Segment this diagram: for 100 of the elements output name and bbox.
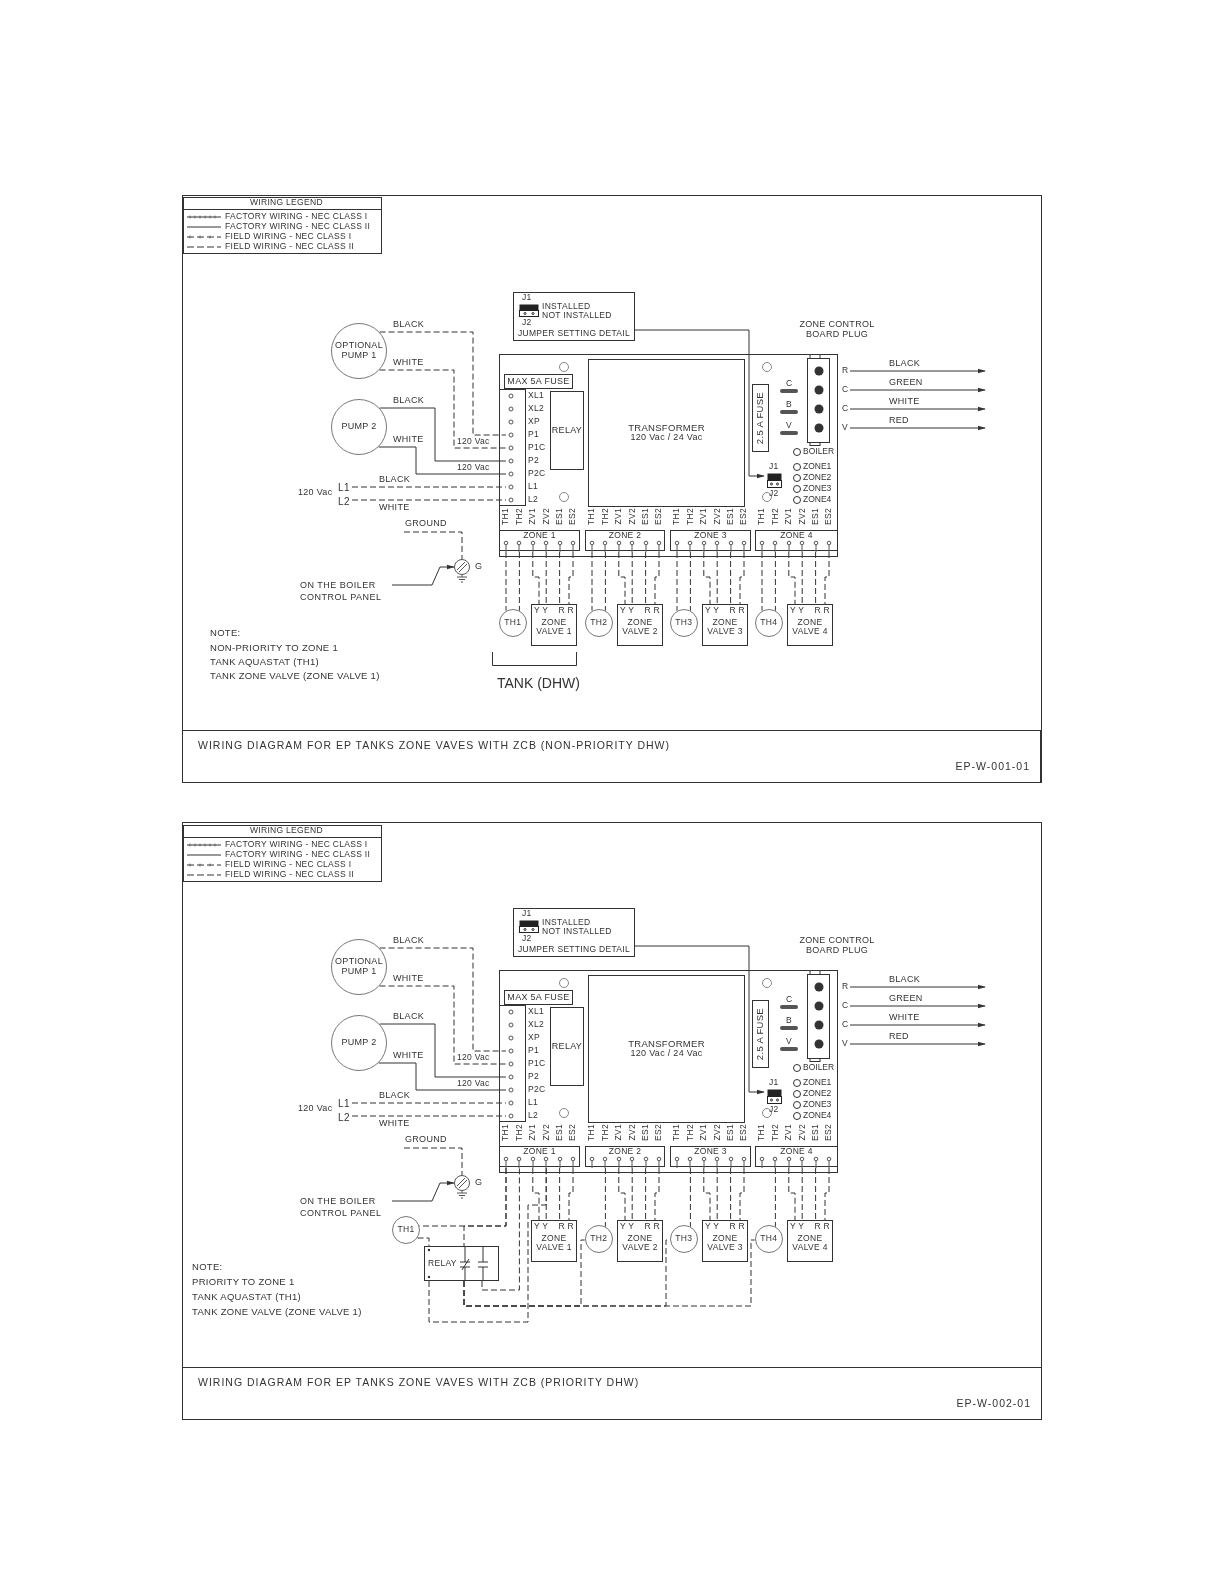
wire: [801, 551, 803, 605]
terminal-pin: [654, 508, 664, 552]
ground-screw-symbol: [454, 559, 484, 583]
pump-label: PUMP 2: [341, 1038, 377, 1048]
terminal-pin: [757, 1124, 767, 1168]
terminal-strip: [499, 1146, 580, 1167]
strip-label: ZONE 4: [780, 531, 813, 541]
led-label: ZONE4: [803, 1111, 832, 1121]
terminal-strip: [670, 1146, 751, 1167]
pin-label: L2: [528, 495, 539, 505]
pin-label: ZV1: [614, 508, 624, 525]
pin-letters: Y Y: [620, 1222, 635, 1232]
voltage-label: 120 Vac: [457, 437, 490, 447]
note-text: ON THE BOILER CONTROL PANEL: [300, 1196, 392, 1224]
voltage-label: 120 Vac: [298, 1104, 333, 1114]
terminal-pin: [810, 1124, 821, 1168]
terminal-pin: [506, 1059, 548, 1069]
valve-label: ZONE VALVE 2: [622, 618, 658, 637]
valve-label: ZONE VALVE 4: [792, 618, 828, 637]
title-block: [182, 730, 1041, 783]
wire: [815, 1167, 817, 1221]
wire-label: BLACK: [392, 396, 425, 406]
pin-label: ZV2: [797, 1124, 807, 1141]
pin-letters: Y Y: [790, 606, 805, 616]
voltage-label: 120 Vac: [298, 488, 333, 498]
thermostat-label: TH1: [504, 618, 522, 628]
wire-label: BLACK: [392, 320, 425, 330]
pin-label: TH2: [514, 508, 525, 525]
terminal-pin: [770, 508, 781, 552]
note-text: TANK AQUASTAT (TH1): [192, 1292, 301, 1303]
pin-letters: R R: [729, 1222, 745, 1232]
arrow: [849, 368, 986, 374]
terminal-strip: [499, 530, 580, 551]
pin-label: ZV2: [541, 1124, 551, 1141]
wire: [654, 551, 660, 605]
pin-label: ZV2: [541, 508, 551, 525]
pin-letters: R R: [644, 1222, 660, 1232]
pump-circle: [331, 323, 387, 379]
legend-text: FACTORY WIRING - NEC CLASS II: [225, 222, 371, 232]
thermostat-label: TH2: [590, 1234, 608, 1244]
legend-text: FACTORY WIRING - NEC CLASS I: [225, 840, 368, 850]
jumper-detail-box: [513, 292, 635, 341]
pump-label: OPTIONAL PUMP 1: [335, 957, 383, 977]
component-label: TRANSFORMER: [628, 422, 705, 433]
pin-label: P1C: [528, 443, 546, 453]
voltage-label: 120 Vac: [457, 463, 490, 473]
wire: [716, 551, 718, 605]
wire: [774, 551, 776, 612]
pin-letters: R R: [558, 606, 574, 616]
wire-label: WHITE: [392, 1051, 425, 1061]
pin-label: ES1: [554, 1124, 565, 1141]
pin-label: L1: [528, 1098, 539, 1108]
pin-label: J1: [769, 1078, 779, 1088]
strip-label: ZONE 1: [523, 531, 556, 541]
thermostat-circle: [392, 1216, 420, 1244]
valve-label: ZONE VALVE 1: [536, 1234, 572, 1253]
zone-valve-box: [617, 1220, 663, 1262]
plug-heading: ZONE CONTROL BOARD PLUG: [798, 320, 876, 340]
note-text: TANK ZONE VALVE (ZONE VALVE 1): [192, 1307, 362, 1318]
pin-label: ES2: [568, 1124, 578, 1141]
pin-letters: Y Y: [534, 1222, 549, 1232]
terminal-pin: [506, 443, 548, 453]
arrow: [391, 564, 455, 586]
legend-text: FIELD WIRING - NEC CLASS I: [225, 860, 352, 870]
thermostat-circle: [754, 609, 783, 637]
pin-label: ES1: [725, 1124, 736, 1141]
arrow: [849, 387, 986, 393]
wire: [730, 1167, 732, 1221]
pump-label: OPTIONAL PUMP 1: [335, 341, 383, 361]
strip-label: ZONE 1: [523, 1147, 556, 1157]
wire: [481, 1167, 520, 1291]
wire: [824, 551, 830, 605]
pin-label: J2: [769, 1105, 779, 1115]
wire: [532, 551, 540, 605]
relay-box: [550, 391, 584, 470]
wire-label: RED: [888, 416, 910, 426]
arrow: [634, 329, 765, 479]
pin-label: ZV2: [627, 1124, 637, 1141]
pin-label: TH2: [685, 1124, 696, 1141]
thermostat-label: TH1: [397, 1225, 415, 1235]
wire: [545, 551, 547, 605]
pin-letters: R R: [729, 606, 745, 616]
terminal-pin: [725, 1124, 736, 1168]
connector-pin: [812, 422, 850, 434]
transformer-box: [588, 359, 745, 507]
terminal-strip: [585, 1146, 665, 1167]
pin-label: ES2: [739, 508, 749, 525]
pin-label: XL1: [528, 391, 545, 401]
zone-valve-box: [702, 604, 748, 646]
note-text: TANK AQUASTAT (TH1): [210, 657, 319, 668]
wire-label: BLACK: [378, 1091, 411, 1101]
pin-letter: C: [842, 1001, 849, 1011]
pin-letters: Y Y: [620, 606, 635, 616]
key-text: NOT INSTALLED: [542, 927, 612, 937]
line-label: L1: [338, 1097, 352, 1109]
pin-label: XL2: [528, 404, 545, 414]
wire: [774, 1167, 776, 1228]
thermostat-label: TH4: [760, 1234, 778, 1244]
terminal-pin: [685, 1124, 696, 1168]
terminal-strip: [755, 530, 838, 551]
